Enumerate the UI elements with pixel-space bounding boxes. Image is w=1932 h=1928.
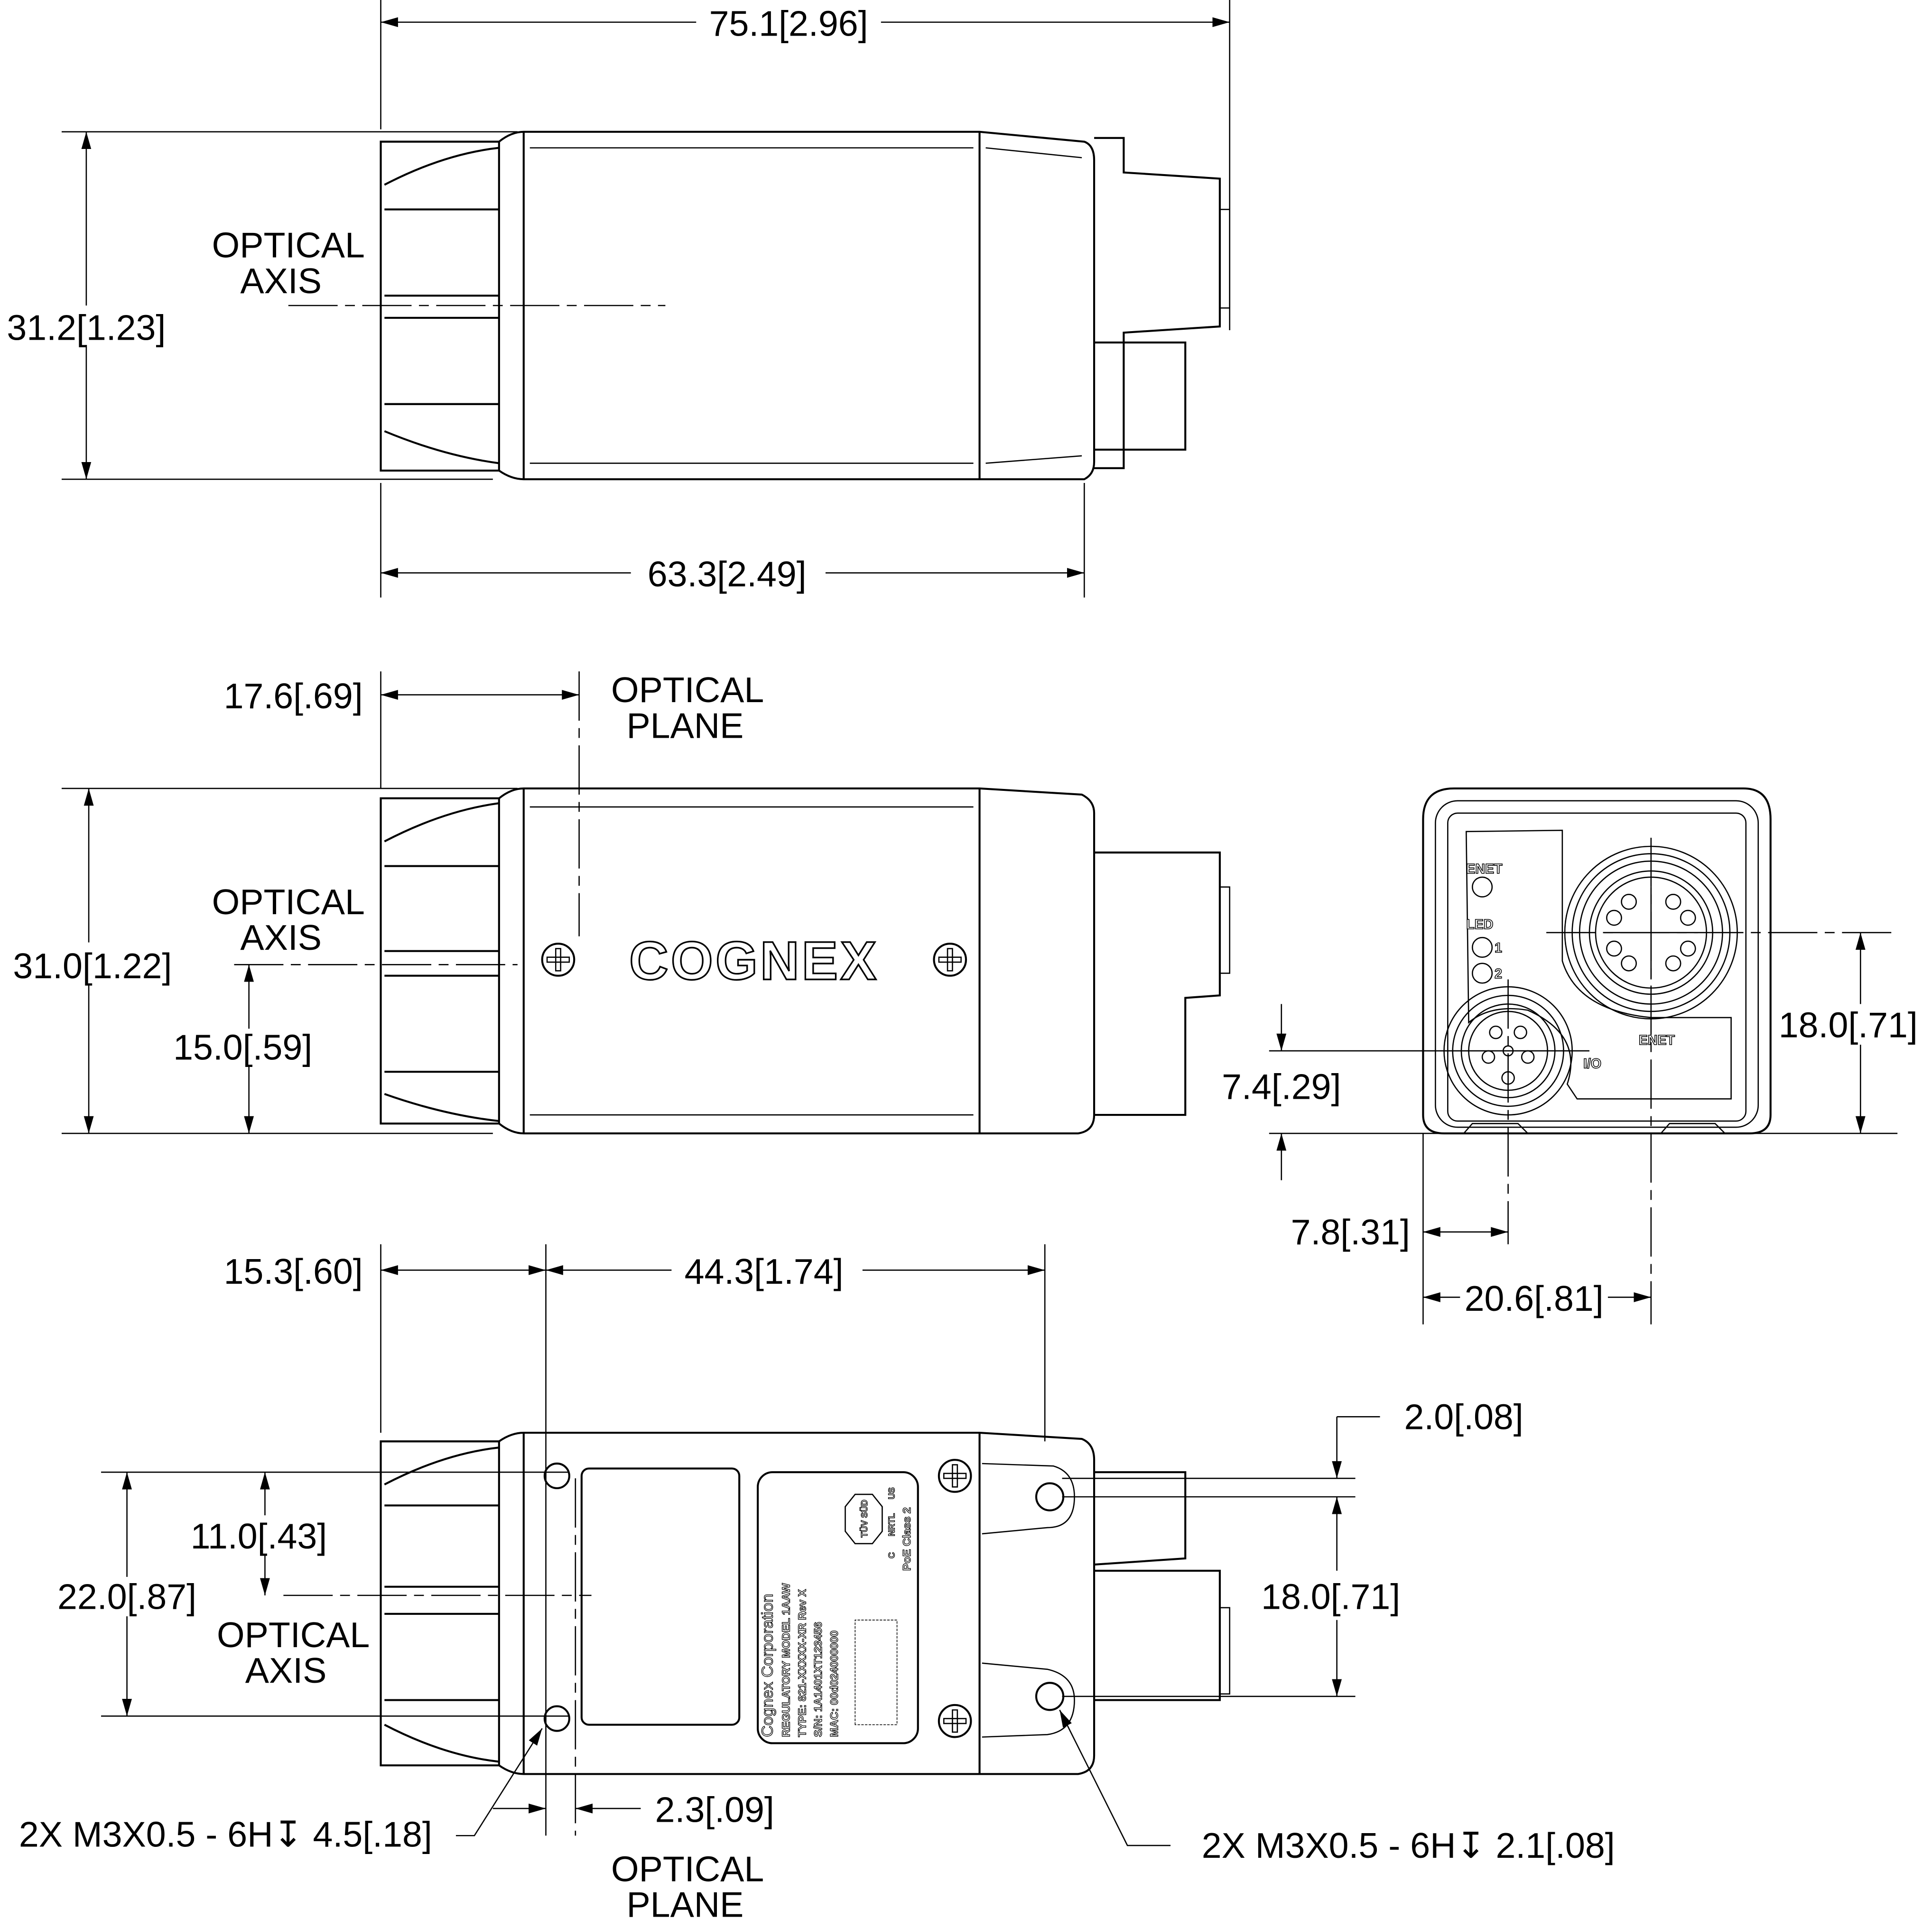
svg-text:1: 1: [1495, 940, 1502, 955]
svg-text:OPTICAL: OPTICAL: [611, 670, 764, 710]
svg-text:15.0[.59]: 15.0[.59]: [173, 1027, 312, 1067]
svg-text:31.2[1.23]: 31.2[1.23]: [7, 308, 166, 348]
svg-text:NRTL: NRTL: [887, 1513, 896, 1536]
svg-text:2.3[.09]: 2.3[.09]: [655, 1790, 774, 1830]
dimension-body-length: 63.3[2.49]: [380, 482, 1085, 598]
certification-mark-icon: [845, 1493, 883, 1545]
led2-icon: [1471, 963, 1493, 984]
svg-text:63.3[2.49]: 63.3[2.49]: [648, 554, 807, 594]
dimension-rear-hole-offset: 2.0[.08]: [1332, 1397, 1523, 1479]
dimension-side-height: 31.0[1.22]: [13, 788, 518, 1134]
dimension-front-offset: 15.3[.60]: [224, 1251, 546, 1291]
svg-text:18.0[.71]: 18.0[.71]: [1261, 1576, 1400, 1616]
rear-thread-callout: 2X M3X0.5 - 6H↧ 2.1[.08]: [1059, 1709, 1615, 1865]
svg-text:2.0[.08]: 2.0[.08]: [1404, 1397, 1523, 1437]
svg-text:PLANE: PLANE: [626, 1885, 743, 1925]
side-view: COGNEX OPTICAL AXIS OPTICAL PLANE 17.6[.…: [13, 670, 1231, 1135]
dimension-optical-plane-offset-bottom: 2.3[.09]: [492, 1790, 774, 1830]
cognex-logo: COGNEX: [629, 931, 879, 991]
svg-text:OPTICAL: OPTICAL: [611, 1849, 764, 1889]
svg-text:I/O: I/O: [1583, 1056, 1601, 1071]
svg-text:7.8[.31]: 7.8[.31]: [1291, 1212, 1410, 1252]
dimension-overall-length: 75.1[2.96]: [380, 0, 1231, 330]
dimension-optical-axis-height: 15.0[.59]: [173, 964, 312, 1134]
svg-text:7.4[.29]: 7.4[.29]: [1222, 1066, 1341, 1106]
svg-text:REGULATORY MODEL 1AAW: REGULATORY MODEL 1AAW: [780, 1583, 792, 1737]
svg-text:C: C: [887, 1552, 896, 1558]
svg-text:AXIS: AXIS: [245, 1650, 327, 1690]
svg-text:OPTICAL: OPTICAL: [217, 1615, 370, 1655]
svg-text:US: US: [887, 1487, 896, 1499]
svg-text:S/N: 1A1401XT123456: S/N: 1A1401XT123456: [812, 1622, 824, 1737]
dimension-front-hole-spacing: 22.0[.87]: [57, 1472, 196, 1716]
svg-text:22.0[.87]: 22.0[.87]: [57, 1576, 196, 1616]
dimension-rear-hole-spacing: 18.0[.71]: [1261, 1497, 1400, 1696]
svg-text:44.3[1.74]: 44.3[1.74]: [685, 1251, 844, 1291]
dimension-half-spacing: 11.0[.43]: [191, 1472, 327, 1595]
svg-text:ENET: ENET: [1639, 1033, 1675, 1048]
led1-icon: [1471, 936, 1493, 958]
svg-text:17.6[.69]: 17.6[.69]: [224, 676, 363, 716]
svg-text:MAC: 00d024000000: MAC: 00d024000000: [828, 1631, 840, 1737]
bottom-optical-plane-label: OPTICAL PLANE: [575, 1478, 764, 1925]
regulatory-label: Cognex Corporation REGULATORY MODEL 1AAW…: [757, 1471, 919, 1744]
svg-text:18.0[.71]: 18.0[.71]: [1779, 1005, 1918, 1045]
svg-text:31.0[1.22]: 31.0[1.22]: [13, 946, 172, 986]
camera-body-end: ENET LED 1 2 I/O ENET: [1422, 787, 1772, 1135]
dimension-top-height: 31.2[1.23]: [7, 131, 518, 480]
dimension-enet-offset: 20.6[.81]: [1423, 1279, 1651, 1318]
svg-text:2: 2: [1495, 966, 1502, 982]
bottom-view: Cognex Corporation REGULATORY MODEL 1AAW…: [19, 1244, 1615, 1925]
svg-text:2X M3X0.5 - 6H↧ 2.1[.08]: 2X M3X0.5 - 6H↧ 2.1[.08]: [1202, 1826, 1615, 1865]
svg-text:AXIS: AXIS: [240, 918, 322, 957]
dimension-optical-plane-offset: 17.6[.69]: [224, 671, 579, 788]
side-optical-axis-label: OPTICAL AXIS: [212, 882, 518, 965]
svg-text:OPTICAL: OPTICAL: [212, 225, 365, 265]
svg-text:11.0[.43]: 11.0[.43]: [191, 1516, 327, 1556]
front-hole-bottom: [543, 1705, 570, 1732]
svg-text:75.1[2.96]: 75.1[2.96]: [709, 3, 868, 43]
svg-text:TÜV SÜD: TÜV SÜD: [860, 1500, 869, 1538]
data-matrix-code: [855, 1620, 898, 1725]
svg-text:15.3[.60]: 15.3[.60]: [224, 1251, 363, 1291]
svg-text:ENET: ENET: [1466, 862, 1503, 877]
front-thread-callout: 2X M3X0.5 - 6H↧ 4.5[.18]: [19, 1728, 543, 1854]
optical-axis-label: OPTICAL AXIS: [212, 225, 666, 306]
side-optical-plane-label: OPTICAL PLANE: [578, 670, 764, 936]
front-hole-top: [543, 1462, 570, 1490]
top-view: OPTICAL AXIS 75.1[2.96] 31.2[1.23] 63.3[…: [7, 0, 1231, 598]
rear-hole-bottom: [1035, 1682, 1065, 1711]
svg-text:2X M3X0.5 - 6H↧ 4.5[.18]: 2X M3X0.5 - 6H↧ 4.5[.18]: [19, 1815, 432, 1854]
svg-text:20.6[.81]: 20.6[.81]: [1465, 1279, 1604, 1318]
end-view: ENET LED 1 2 I/O ENET 18.0[.71] 7.4[.29]…: [1222, 787, 1918, 1325]
dimension-io-height: 7.4[.29]: [1222, 1004, 1341, 1180]
svg-text:OPTICAL: OPTICAL: [212, 882, 365, 922]
svg-text:LED: LED: [1466, 917, 1493, 932]
svg-text:PoE Class 2: PoE Class 2: [901, 1507, 913, 1571]
svg-text:Cognex Corporation: Cognex Corporation: [758, 1594, 776, 1737]
svg-text:TYPE: 821-XXXXX-XR Rev X: TYPE: 821-XXXXX-XR Rev X: [796, 1589, 808, 1737]
bottom-optical-axis-label: OPTICAL AXIS: [217, 1594, 592, 1690]
camera-body-side: COGNEX: [380, 787, 1231, 1135]
enet-led-icon: [1471, 876, 1493, 898]
rear-hole-top: [1035, 1482, 1065, 1511]
camera-body-bottom: [380, 1432, 1231, 1775]
svg-text:AXIS: AXIS: [240, 261, 322, 301]
camera-body-top: [380, 130, 1231, 481]
dimension-enet-height: 18.0[.71]: [1779, 932, 1918, 1134]
dimension-hole-spacing: 44.3[1.74]: [546, 1251, 1045, 1291]
dimension-io-offset: 7.8[.31]: [1291, 1133, 1508, 1325]
svg-text:PLANE: PLANE: [626, 705, 743, 745]
